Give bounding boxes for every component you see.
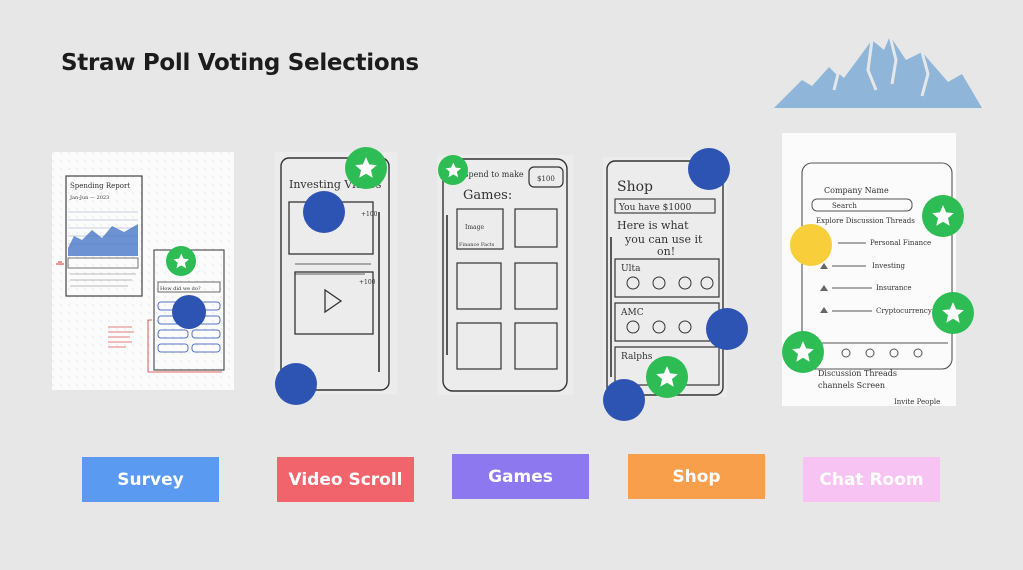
chat-thread-4: Cryptocurrency: [876, 307, 932, 315]
chat-foot-1: Discussion Threads: [818, 369, 897, 378]
vote-dot-yellow: [790, 224, 832, 266]
vote-star-icon: [922, 195, 964, 237]
games-sub: Games:: [463, 188, 512, 203]
vote-dot: [275, 363, 317, 405]
vote-star-icon: [646, 356, 688, 398]
shop-heading: Shop: [617, 179, 653, 195]
option-video-scroll-button[interactable]: Video Scroll: [277, 457, 414, 502]
video-badge-1: +100: [361, 211, 378, 218]
survey-heading: Spending Report: [70, 182, 130, 190]
video-scroll-sketch: Investing Videos +100 +100: [275, 152, 397, 394]
vote-star-icon: [782, 331, 824, 373]
option-survey-button[interactable]: Survey: [82, 457, 219, 502]
vote-dot: [688, 148, 730, 190]
chat-search: Search: [832, 202, 857, 210]
option-shop-button[interactable]: Shop: [628, 454, 765, 499]
video-badge-2: +100: [359, 279, 376, 286]
vote-star-icon: [438, 155, 468, 185]
chat-thread-1: Personal Finance: [870, 239, 931, 247]
vote-star-icon: [932, 292, 974, 334]
shop-blurb-2: you can use it: [624, 233, 703, 246]
shop-balance: You have $1000: [618, 203, 692, 213]
vote-star-icon: [345, 147, 387, 189]
vote-dot: [603, 379, 645, 421]
mountain-logo-icon: [774, 35, 982, 108]
vote-dot: [172, 295, 206, 329]
shop-store-3: Ralphs: [621, 352, 653, 362]
chat-foot-3: Invite People: [894, 398, 940, 406]
option-chat-room-button[interactable]: Chat Room: [803, 457, 940, 502]
chat-explore: Explore Discussion Threads: [816, 217, 915, 225]
vote-dot: [303, 191, 345, 233]
option-games-button[interactable]: Games: [452, 454, 589, 499]
page-title: Straw Poll Voting Selections: [61, 50, 419, 76]
survey-question: How did we do?: [160, 286, 201, 292]
vote-star-icon: [166, 246, 196, 276]
games-caption: Finance Facts: [459, 242, 495, 248]
chat-thread-2: Investing: [872, 262, 906, 270]
chat-foot-2: channels Screen: [818, 381, 885, 390]
chat-company-name: Company Name: [824, 186, 889, 195]
shop-blurb-1: Here is what: [617, 219, 689, 232]
chat-thread-3: Insurance: [876, 284, 911, 292]
games-coin: $100: [537, 175, 555, 183]
shop-store-1: Ulta: [621, 264, 641, 274]
shop-blurb-3: on!: [657, 245, 675, 258]
survey-range: Jan-Jun — 2023: [69, 195, 109, 201]
vote-dot: [706, 308, 748, 350]
shop-store-2: AMC: [620, 308, 644, 318]
games-sketch: Spend to make $100 Games: Image Finance …: [437, 155, 573, 395]
games-heading: Spend to make: [463, 170, 524, 179]
games-image: Image: [465, 224, 484, 231]
survey-sketch: Spending Report Jan-Jun — 2023 How did w…: [52, 152, 234, 390]
